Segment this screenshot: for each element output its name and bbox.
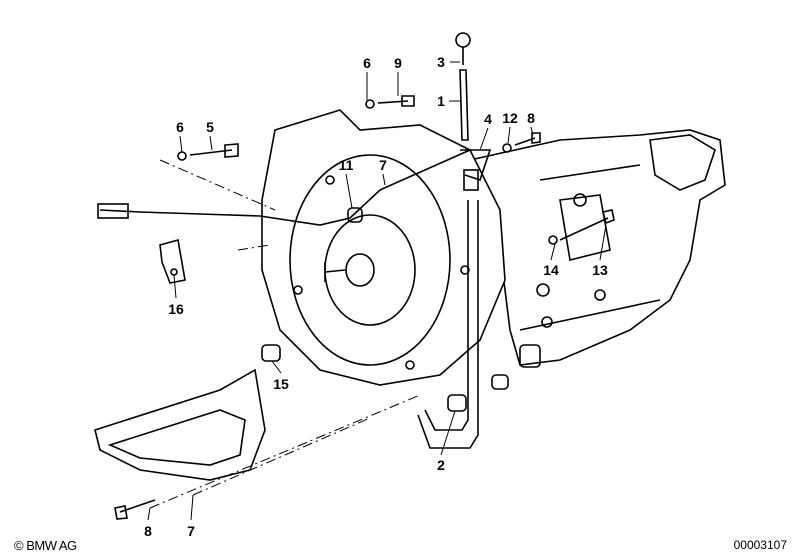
dipstick-ring (455, 32, 471, 48)
callout-2: 2 (437, 457, 445, 473)
callout-15: 15 (273, 376, 289, 392)
callout-6-left: 6 (176, 119, 184, 135)
clip (159, 238, 186, 284)
cover-plate (94, 368, 266, 481)
dipstick-tube (417, 200, 479, 449)
callout-3-dipstick: 3 (437, 54, 445, 70)
transmission-case (468, 129, 726, 366)
copyright-notice: © BMW AG (14, 538, 77, 553)
callout-11: 11 (338, 157, 354, 173)
callout-13: 13 (592, 262, 608, 278)
callout-5: 5 (206, 119, 214, 135)
callout-8-top: 8 (527, 110, 535, 126)
callout-7-bottom: 7 (187, 523, 195, 539)
bell-housing (261, 109, 506, 386)
callout-6-washer: 6 (363, 55, 371, 71)
callout-8-bottom: 8 (144, 523, 152, 539)
callout-7-top: 7 (379, 157, 387, 173)
dipstick (459, 47, 469, 141)
callout-1-tube: 1 (437, 93, 445, 109)
callout-12: 12 (502, 110, 518, 126)
callout-16: 16 (168, 301, 184, 317)
callout-4: 4 (484, 111, 492, 127)
callout-9-bolt: 9 (394, 55, 402, 71)
document-number: 00003107 (733, 538, 787, 552)
throttle-cable (99, 149, 471, 226)
callout-14: 14 (543, 262, 559, 278)
